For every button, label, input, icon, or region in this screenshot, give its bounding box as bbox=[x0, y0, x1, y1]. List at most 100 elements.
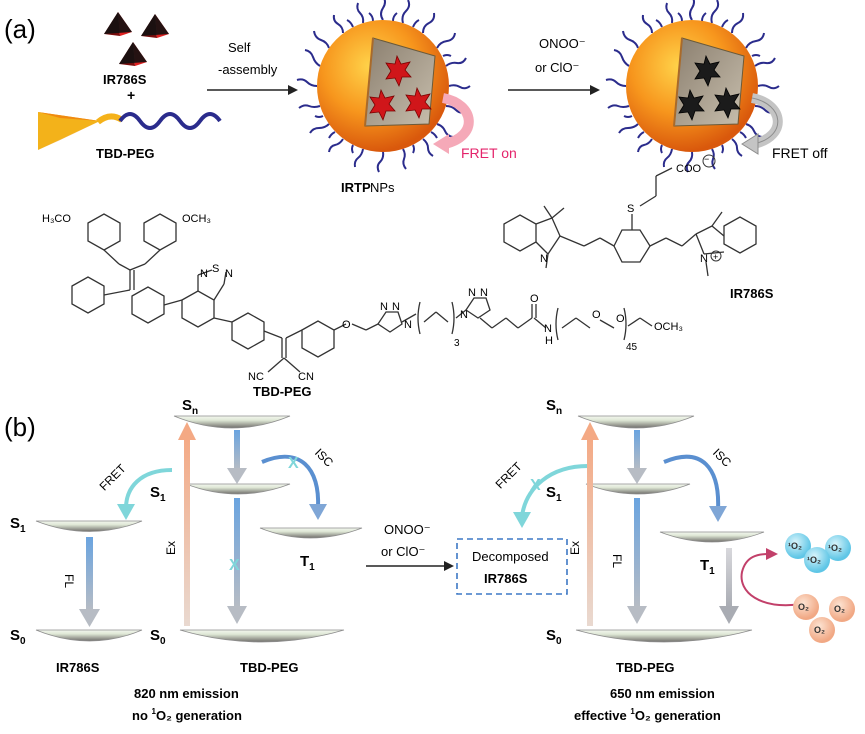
tbd-t1-label-left: T1 bbox=[300, 553, 315, 573]
svg-text:N: N bbox=[460, 309, 468, 321]
onoo-label-a: ONOO⁻ bbox=[539, 36, 586, 51]
ex-arrow-right bbox=[581, 422, 599, 626]
self-assembly-line2: -assembly bbox=[218, 62, 278, 77]
tbd-sn-label-right: Sn bbox=[546, 397, 562, 417]
svg-text:H: H bbox=[545, 335, 553, 347]
tbd-t1-level-left bbox=[259, 527, 363, 539]
fl-label-right: FL bbox=[610, 554, 624, 568]
ir786s-s0-level bbox=[35, 629, 143, 642]
svg-text:O: O bbox=[616, 313, 625, 325]
svg-text:O: O bbox=[592, 309, 601, 321]
tbd-sn-label-left: Sn bbox=[182, 397, 198, 417]
oxidant-arrow-b bbox=[366, 561, 454, 571]
tbdpeg-structure-atoms: H₃CO OCH₃ N S N NC CN O N N N N N N 3 O … bbox=[42, 213, 683, 383]
tbd-sn-level-left bbox=[173, 415, 291, 429]
ex-label-left: Ex bbox=[164, 541, 178, 555]
svg-text:X: X bbox=[229, 557, 240, 574]
fl-arrow-blocked-left: X bbox=[227, 498, 247, 624]
clo-label-a: or ClO⁻ bbox=[535, 60, 579, 75]
svg-text:¹O₂: ¹O₂ bbox=[828, 543, 842, 553]
svg-text:¹O₂: ¹O₂ bbox=[807, 555, 821, 565]
svg-text:N: N bbox=[404, 319, 412, 331]
ir-s1-label: S1 bbox=[10, 515, 26, 535]
phosphorescence-arrow-right bbox=[719, 548, 739, 624]
decomposed-line2: IR786S bbox=[484, 571, 528, 586]
self-assembly-line1: Self bbox=[228, 40, 251, 55]
clo-label-b: or ClO⁻ bbox=[381, 544, 425, 559]
tbd-sn-level-right bbox=[577, 415, 695, 429]
oxidant-arrow-a bbox=[508, 85, 600, 95]
iminium-charge-circle bbox=[710, 250, 722, 262]
ir786s-s1-level bbox=[35, 520, 143, 532]
tbd-s1-level-left bbox=[185, 483, 291, 495]
fret-label-left: FRET bbox=[97, 461, 130, 494]
svg-text:OCH₃: OCH₃ bbox=[182, 213, 211, 225]
fret-off-label: FRET off bbox=[772, 145, 828, 161]
svg-text:+: + bbox=[713, 252, 718, 262]
ex-arrow-left bbox=[178, 422, 196, 626]
svg-text:N: N bbox=[225, 268, 233, 280]
ir786s-structure bbox=[503, 167, 757, 277]
ir786s-pyramid-icons bbox=[104, 12, 169, 66]
isc-label-right: ISC bbox=[710, 446, 734, 470]
svg-text:¹O₂: ¹O₂ bbox=[788, 541, 802, 551]
decomposed-nanoparticle bbox=[605, 0, 783, 173]
tbd-s0-level-right bbox=[575, 629, 753, 643]
left-caption-line1: 820 nm emission bbox=[134, 686, 239, 701]
ic-arrow-right bbox=[627, 430, 647, 484]
decomposed-box bbox=[456, 538, 568, 595]
svg-text:N: N bbox=[392, 301, 400, 313]
svg-text:CN: CN bbox=[298, 371, 314, 383]
oxygen-bubbles: O₂ O₂ O₂ bbox=[793, 594, 855, 643]
tbdpeg-structure-name: TBD-PEG bbox=[253, 384, 312, 399]
fret-label-right: FRET bbox=[493, 459, 526, 492]
energy-transfer-arrow bbox=[740, 548, 803, 607]
ir-s0-label: S0 bbox=[10, 627, 26, 647]
svg-text:N: N bbox=[468, 287, 476, 299]
svg-text:N: N bbox=[480, 287, 488, 299]
svg-text:H₃CO: H₃CO bbox=[42, 213, 71, 225]
panel-b-label: (b) bbox=[4, 412, 36, 442]
svg-text:OCH₃: OCH₃ bbox=[654, 321, 683, 333]
self-assembly-arrow bbox=[207, 85, 298, 95]
ir786s-structure-atoms: COO − S N N + bbox=[540, 154, 718, 265]
fret-arrow-right-blocked: X bbox=[513, 464, 589, 528]
irtp-label: IRTP bbox=[341, 180, 371, 195]
svg-text:S: S bbox=[212, 263, 219, 275]
fl-arrow-ir bbox=[79, 537, 100, 627]
svg-text:X: X bbox=[530, 477, 541, 494]
isc-arrow-right bbox=[663, 454, 727, 522]
right-caption-line1: 650 nm emission bbox=[610, 686, 715, 701]
tbd-s0-label-left: S0 bbox=[150, 627, 166, 647]
tbdpeg-name-left: TBD-PEG bbox=[240, 660, 299, 675]
ir786s-label: IR786S bbox=[103, 72, 147, 87]
tbd-t1-label-right: T1 bbox=[700, 557, 715, 577]
fl-arrow-right bbox=[627, 498, 647, 624]
tbd-s0-label-right: S0 bbox=[546, 627, 562, 647]
decomposed-line1: Decomposed bbox=[472, 549, 549, 564]
nps-label: NPs bbox=[370, 180, 395, 195]
svg-text:N: N bbox=[200, 268, 208, 280]
svg-text:3: 3 bbox=[454, 338, 460, 349]
tbd-t1-level-right bbox=[659, 531, 765, 543]
svg-text:NC: NC bbox=[248, 371, 264, 383]
onoo-label-b: ONOO⁻ bbox=[384, 522, 431, 537]
tbd-s1-label-left: S1 bbox=[150, 484, 166, 504]
svg-text:X: X bbox=[288, 455, 299, 472]
right-caption-line2: effective 1O₂ generation bbox=[574, 707, 721, 723]
panel-a-label: (a) bbox=[4, 14, 36, 44]
tbdpeg-structure bbox=[71, 213, 653, 373]
ex-label-right: Ex bbox=[568, 541, 582, 555]
isc-label-left: ISC bbox=[312, 446, 336, 470]
svg-text:N: N bbox=[540, 253, 548, 265]
svg-text:N: N bbox=[700, 253, 708, 265]
tbd-s0-level-left bbox=[179, 629, 345, 643]
svg-text:O: O bbox=[342, 319, 351, 331]
svg-text:S: S bbox=[627, 203, 634, 215]
svg-text:−: − bbox=[704, 154, 709, 164]
isc-arrow-left: X bbox=[261, 454, 327, 520]
ic-arrow-left bbox=[227, 430, 247, 484]
left-caption-line2: no 1O₂ generation bbox=[132, 707, 242, 723]
tbd-s1-level-right bbox=[585, 483, 691, 495]
